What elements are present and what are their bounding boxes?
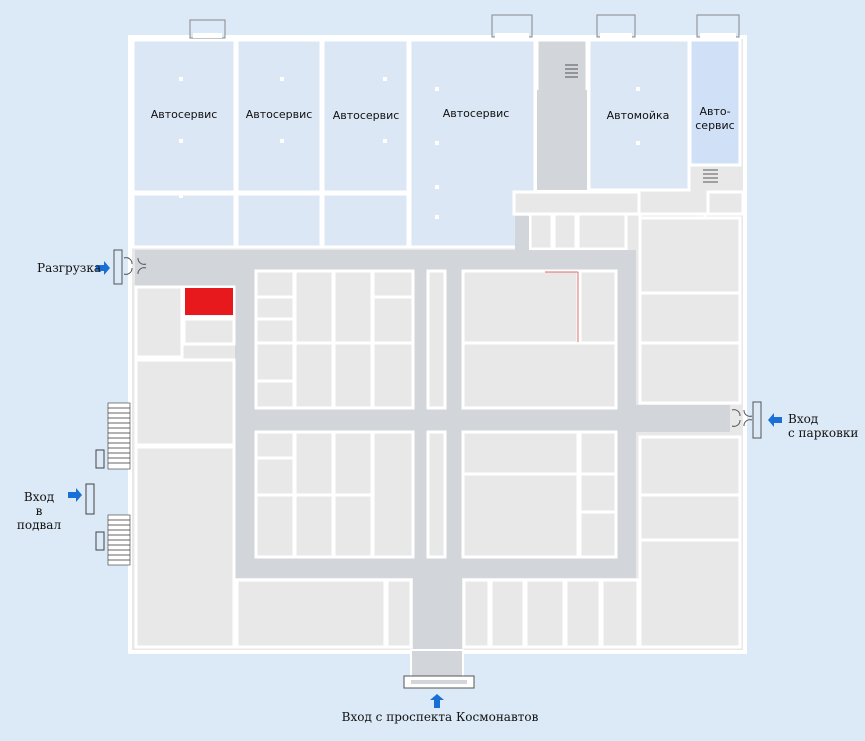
service-lower-2 [235, 192, 323, 249]
label-parking: Вход с парковки [788, 412, 858, 440]
selected-shop[interactable] [185, 288, 233, 315]
label-unloading: Разгрузка [37, 261, 102, 275]
label-basement: Вход в подвал [14, 490, 64, 532]
service-lower-1 [131, 192, 237, 249]
shop-block-ne [461, 269, 618, 410]
label-main-entrance: Вход с проспекта Космонавтов [341, 710, 539, 724]
room-label-service-5-line2: сервис [695, 119, 735, 132]
room-label-service-4: Автосервис [442, 107, 510, 120]
service-room-3[interactable] [321, 38, 410, 194]
room-label-service-5: Авто- сервис [690, 105, 740, 133]
room-label-carwash: Автомойка [606, 109, 670, 122]
arrow-icon-parking [768, 413, 782, 427]
arrow-icon-unloading [96, 261, 110, 275]
label-parking-line1: Вход [788, 412, 819, 426]
carwash-room[interactable] [587, 38, 691, 192]
shop-block-nw [254, 269, 447, 410]
service-room-4[interactable] [408, 38, 537, 249]
shop-block-se [461, 430, 618, 559]
label-basement-line1: Вход [23, 490, 55, 504]
service-room-2[interactable] [235, 38, 323, 194]
label-basement-line2: в подвал [16, 504, 62, 532]
stairs-icon [107, 402, 131, 566]
service-lower-3 [321, 192, 410, 249]
main-entrance [403, 649, 475, 689]
room-label-service-3: Автосервис [332, 109, 400, 122]
room-label-service-5-line1: Авто- [699, 105, 731, 118]
label-parking-line2: с парковки [788, 426, 859, 440]
arrow-icon-basement [68, 488, 82, 502]
door-icon-parking [731, 401, 762, 439]
room-label-service-1: Автосервис [150, 108, 218, 121]
room-label-service-2: Автосервис [245, 108, 313, 121]
service-room-1[interactable] [131, 38, 237, 194]
arrow-icon-main [430, 694, 444, 708]
stairs-icon-2 [565, 64, 718, 183]
shop-block-sw [254, 430, 447, 559]
door-icon [113, 249, 147, 285]
service-room-5[interactable] [688, 38, 742, 167]
